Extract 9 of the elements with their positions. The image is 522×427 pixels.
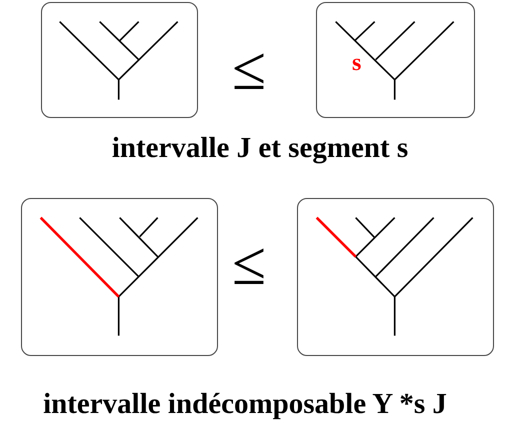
caption: intervalle indécomposable Y *s J [43, 390, 447, 419]
tree-panel [21, 198, 218, 356]
less-equal-sign: ≤ [232, 38, 266, 100]
segment-label: s [352, 51, 362, 75]
less-equal-sign: ≤ [232, 233, 266, 295]
tree-panel [297, 198, 494, 356]
caption: intervalle J et segment s [112, 134, 408, 163]
tree-panel [41, 2, 198, 118]
tree-panel [316, 2, 475, 118]
